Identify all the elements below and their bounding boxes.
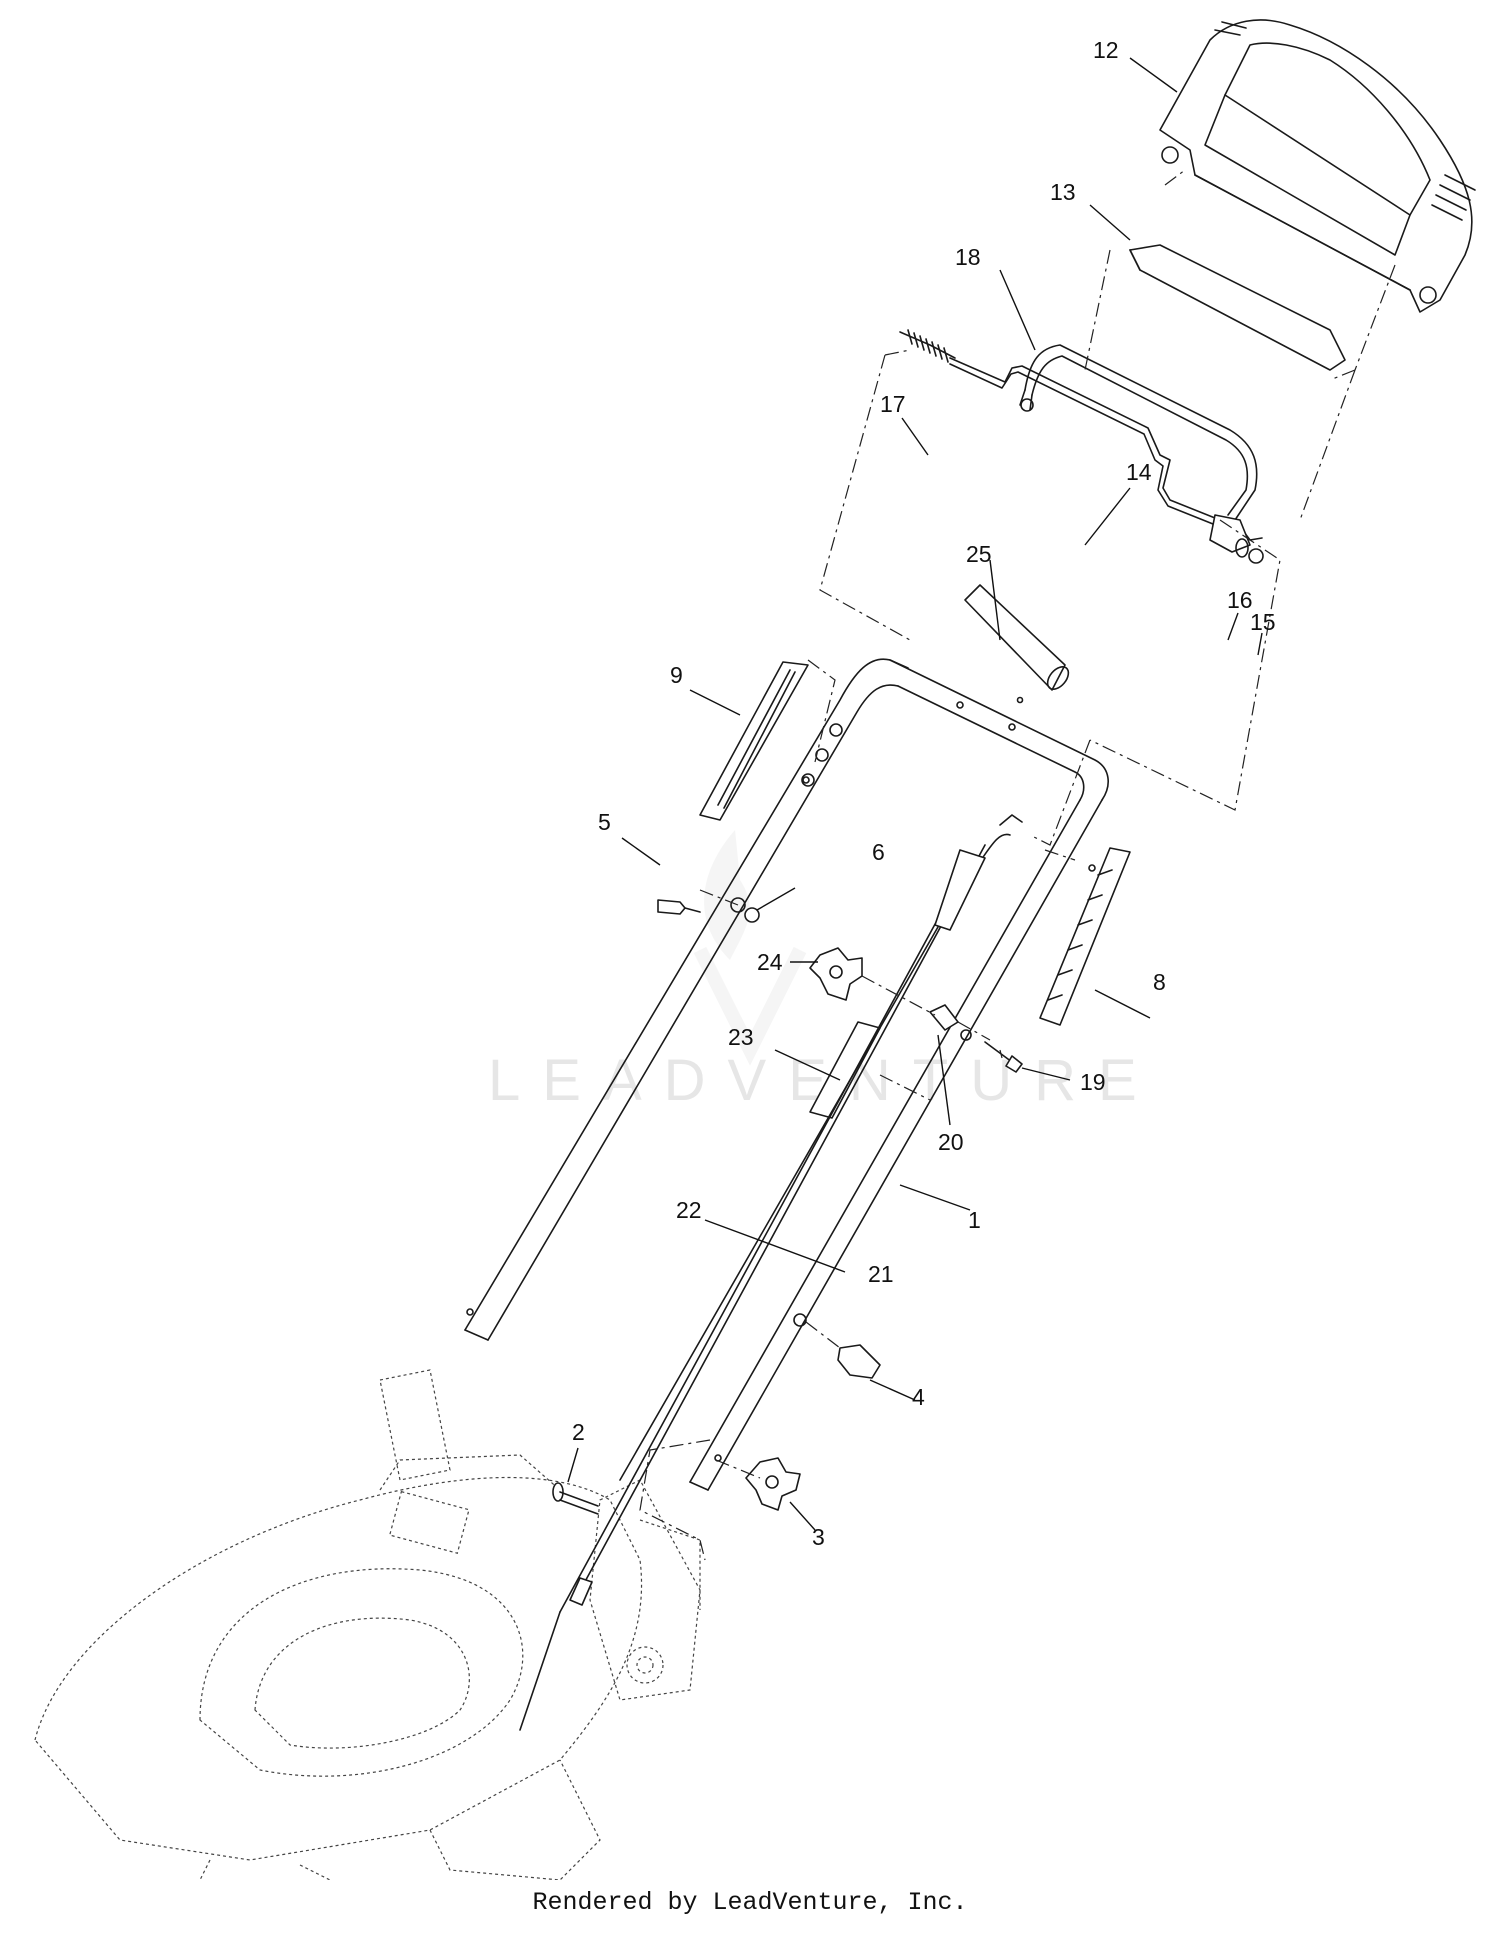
callout-4: 4 (912, 1384, 925, 1410)
callout-25: 25 (966, 541, 992, 567)
callout-9: 9 (670, 662, 683, 688)
callout-22: 22 (676, 1197, 702, 1223)
mower-deck (34, 1369, 701, 1880)
callout-24: 24 (757, 949, 783, 975)
callout-3: 3 (812, 1524, 825, 1550)
render-credit: Rendered by LeadVenture, Inc. (532, 1888, 968, 1917)
callout-14: 14 (1126, 459, 1152, 485)
assembly-lines (639, 169, 1396, 1561)
control-cable (519, 814, 1023, 1731)
callout-18: 18 (955, 244, 981, 270)
control-rod (949, 357, 1221, 527)
pin-2 (552, 1482, 599, 1515)
knob-3 (745, 1457, 801, 1511)
operator-bail (1019, 344, 1263, 541)
callout-6: 6 (872, 839, 885, 865)
leader-lines (567, 57, 1263, 1531)
bolt-19 (960, 1029, 1023, 1073)
callout-20: 20 (938, 1129, 964, 1155)
callout-16: 16 (1227, 587, 1253, 613)
watermark-text: LEADVENTURE (488, 1048, 1159, 1113)
callout-17: 17 (880, 391, 906, 417)
cable-guide-left (699, 661, 843, 821)
callout-19: 19 (1080, 1069, 1106, 1095)
sleeve-tube (964, 584, 1070, 704)
pivot-bushing (1209, 514, 1264, 564)
callout-5: 5 (598, 809, 611, 835)
nut-6 (730, 897, 760, 923)
spacer-4 (793, 1313, 881, 1379)
top-handle-bar (1159, 19, 1476, 313)
knob-24 (809, 947, 863, 1001)
extension-spring (899, 329, 956, 363)
callout-1: 1 (968, 1207, 981, 1233)
exploded-view-svg: LEADVENTURE (34, 19, 1476, 1880)
callout-2: 2 (572, 1419, 585, 1445)
callout-21: 21 (868, 1261, 894, 1287)
callout-8: 8 (1153, 969, 1166, 995)
watermark-logo (693, 830, 807, 1066)
cable-clip-20 (929, 1004, 959, 1031)
callout-12: 12 (1093, 37, 1119, 63)
handle-grip (1129, 244, 1346, 371)
handle-frame (464, 658, 1109, 1491)
grip-pad-23 (809, 1021, 881, 1119)
callout-15: 15 (1250, 609, 1276, 635)
cable-guide-right (1039, 847, 1131, 1026)
callout-23: 23 (728, 1024, 754, 1050)
bolt-5 (657, 899, 701, 915)
callouts: 1 2 3 4 5 6 8 9 12 13 14 15 16 17 18 19 … (572, 37, 1276, 1550)
callout-13: 13 (1050, 179, 1076, 205)
